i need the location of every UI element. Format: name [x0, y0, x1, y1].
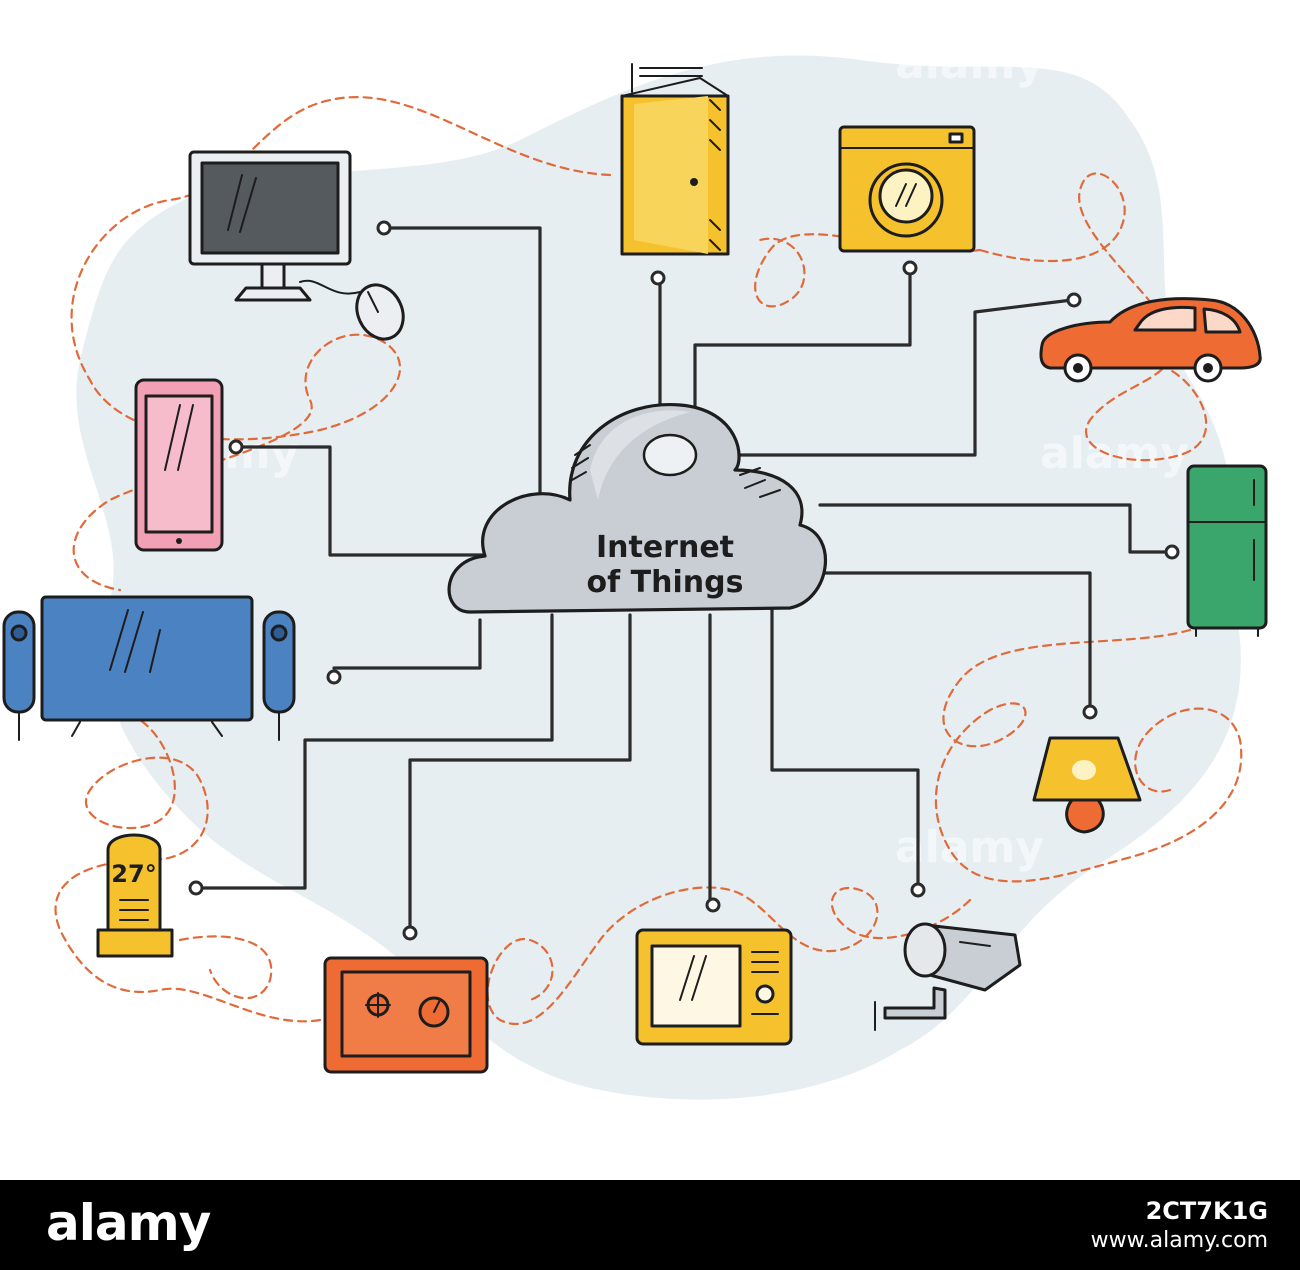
footer-bar: alamy 2CT7K1G www.alamy.com: [0, 1180, 1300, 1270]
cloud-title-line2: of Things: [587, 565, 744, 600]
watermark-1: alamy: [895, 38, 1044, 89]
connector-nodes: [188, 220, 1180, 941]
safe-icon: [323, 956, 489, 1074]
footer-meta: 2CT7K1G www.alamy.com: [1091, 1196, 1268, 1256]
thermostat-reading: 27°: [111, 860, 156, 888]
security-camera-icon: [874, 922, 1022, 1031]
refrigerator-icon: [1186, 464, 1268, 637]
site-url: www.alamy.com: [1090, 1228, 1268, 1253]
cloud-title-line1: Internet: [596, 530, 734, 565]
smartphone-icon: [134, 378, 224, 552]
footer-brand: alamy: [46, 1194, 211, 1252]
microwave-icon: [635, 928, 793, 1046]
washing-machine-icon: [838, 125, 976, 253]
car-icon: [1039, 297, 1262, 383]
network-wires: [194, 226, 1172, 932]
watermark-3: alamy: [1040, 428, 1189, 479]
thermostat-icon: 27°: [96, 833, 174, 958]
watermark-5: alamy: [895, 822, 1044, 873]
lamp-icon: [1032, 736, 1142, 834]
image-code: 2CT7K1G: [1145, 1197, 1268, 1225]
iot-diagram: alamy alamy alamy alamy alamy: [2, 38, 1268, 1100]
computer-icon: [188, 150, 405, 341]
tv-with-speakers-icon: [2, 595, 296, 741]
door-icon: [620, 63, 730, 256]
central-cloud: Internet of Things: [447, 403, 827, 614]
